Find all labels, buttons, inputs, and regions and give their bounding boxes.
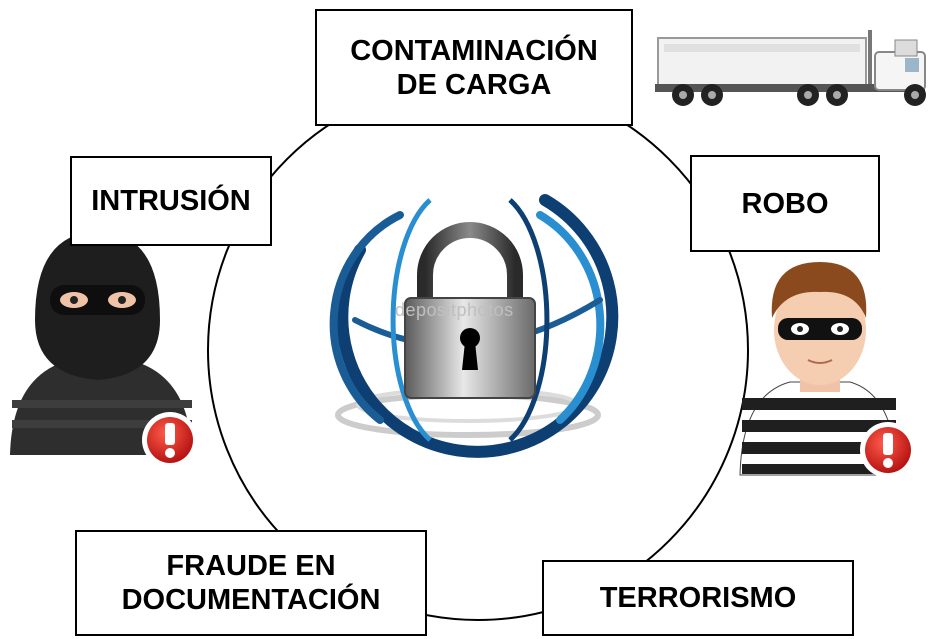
threat-label: CONTAMINACIÓN DE CARGA <box>350 34 598 101</box>
exclamation-alert-icon <box>860 422 916 478</box>
threat-box-terrorismo: TERRORISMO <box>542 560 854 636</box>
truck-icon <box>655 30 926 106</box>
threat-label: INTRUSIÓN <box>91 185 251 217</box>
threat-label: TERRORISMO <box>599 582 797 614</box>
threat-label: FRAUDE EN DOCUMENTACIÓN <box>121 550 381 616</box>
threat-box-intrusion: INTRUSIÓN <box>70 156 272 246</box>
exclamation-alert-icon <box>142 412 198 468</box>
threat-box-fraude-documentacion: FRAUDE EN DOCUMENTACIÓN <box>75 530 427 636</box>
watermark-text: depositphotos <box>395 300 514 320</box>
threat-label: ROBO <box>741 187 829 220</box>
globe-padlock-icon <box>329 194 619 458</box>
threat-box-contaminacion-carga: CONTAMINACIÓN DE CARGA <box>315 9 633 126</box>
threat-box-robo: ROBO <box>690 155 880 252</box>
